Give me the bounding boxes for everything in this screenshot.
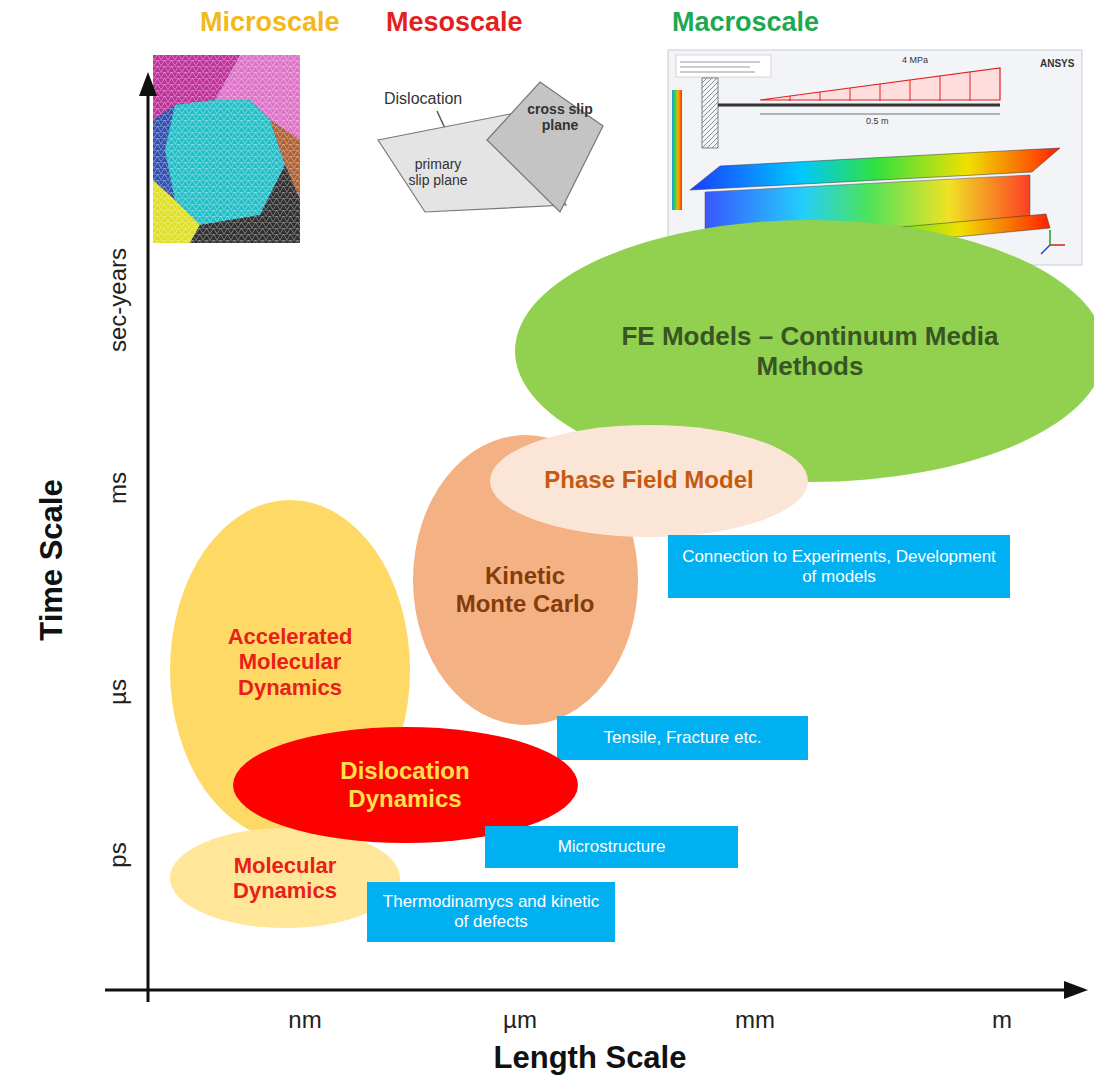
node-text: Connection to Experiments, Development o… [679, 547, 999, 586]
leader-label: Dislocation [384, 90, 462, 108]
application-box: Thermodinamycs and kinetic of defects [367, 882, 615, 942]
method-ellipse: Molecular Dynamics [170, 828, 400, 928]
axis-tick: µs [105, 679, 131, 705]
node-shape [367, 882, 615, 942]
node-outline [485, 80, 605, 214]
node-text: Microstructure [494, 837, 729, 857]
axis-tick: ps [105, 842, 131, 867]
axis-title: Length Scale [494, 1041, 687, 1075]
scale-heading: Microscale [200, 8, 340, 38]
grain-mesh [153, 55, 300, 243]
software-mark: ANSYS [1040, 58, 1074, 69]
application-box: Microstructure [485, 826, 738, 868]
load-dimension: 4 MPa [902, 56, 928, 66]
scale-heading: Macroscale [672, 8, 819, 38]
node-text: cross slip plane [520, 101, 600, 133]
node-text: FE Models – Continuum Media Methods [620, 322, 1000, 382]
node-text: Phase Field Model [544, 466, 754, 494]
node-text: Accelerated Molecular Dynamics [205, 624, 375, 700]
node-shape [233, 727, 578, 843]
axis-tick: sec-years [105, 248, 131, 352]
node-shape [170, 828, 400, 928]
node-text: Thermodinamycs and kinetic of defects [376, 892, 606, 931]
scale-heading: Mesoscale [386, 8, 523, 38]
method-ellipse: Dislocation Dynamics [233, 727, 578, 843]
application-box: Connection to Experiments, Development o… [668, 535, 1010, 598]
axis-tick: µm [503, 1007, 537, 1033]
method-ellipse: Phase Field Model [490, 425, 808, 537]
node-text: primary slip plane [407, 156, 469, 188]
application-box: Tensile, Fracture etc. [557, 716, 808, 760]
node-shape [487, 82, 603, 212]
axes [105, 72, 1088, 1002]
axis-title: Time Scale [35, 479, 69, 640]
axis-tick: nm [288, 1007, 321, 1033]
node-text: Tensile, Fracture etc. [565, 728, 800, 748]
axis-tick: m [992, 1007, 1012, 1033]
node-shape [490, 425, 808, 537]
slip-plane: cross slip plane [485, 80, 605, 214]
node-text: Molecular Dynamics [205, 853, 365, 904]
axis-tick: ms [105, 472, 131, 504]
length-dimension: 0.5 m [866, 117, 889, 127]
axis-tick: mm [735, 1007, 775, 1033]
node-shape [485, 826, 738, 868]
node-shape [557, 716, 808, 760]
node-text: Kinetic Monte Carlo [450, 562, 600, 617]
node-shape [668, 535, 1010, 598]
node-text: Dislocation Dynamics [315, 757, 495, 812]
